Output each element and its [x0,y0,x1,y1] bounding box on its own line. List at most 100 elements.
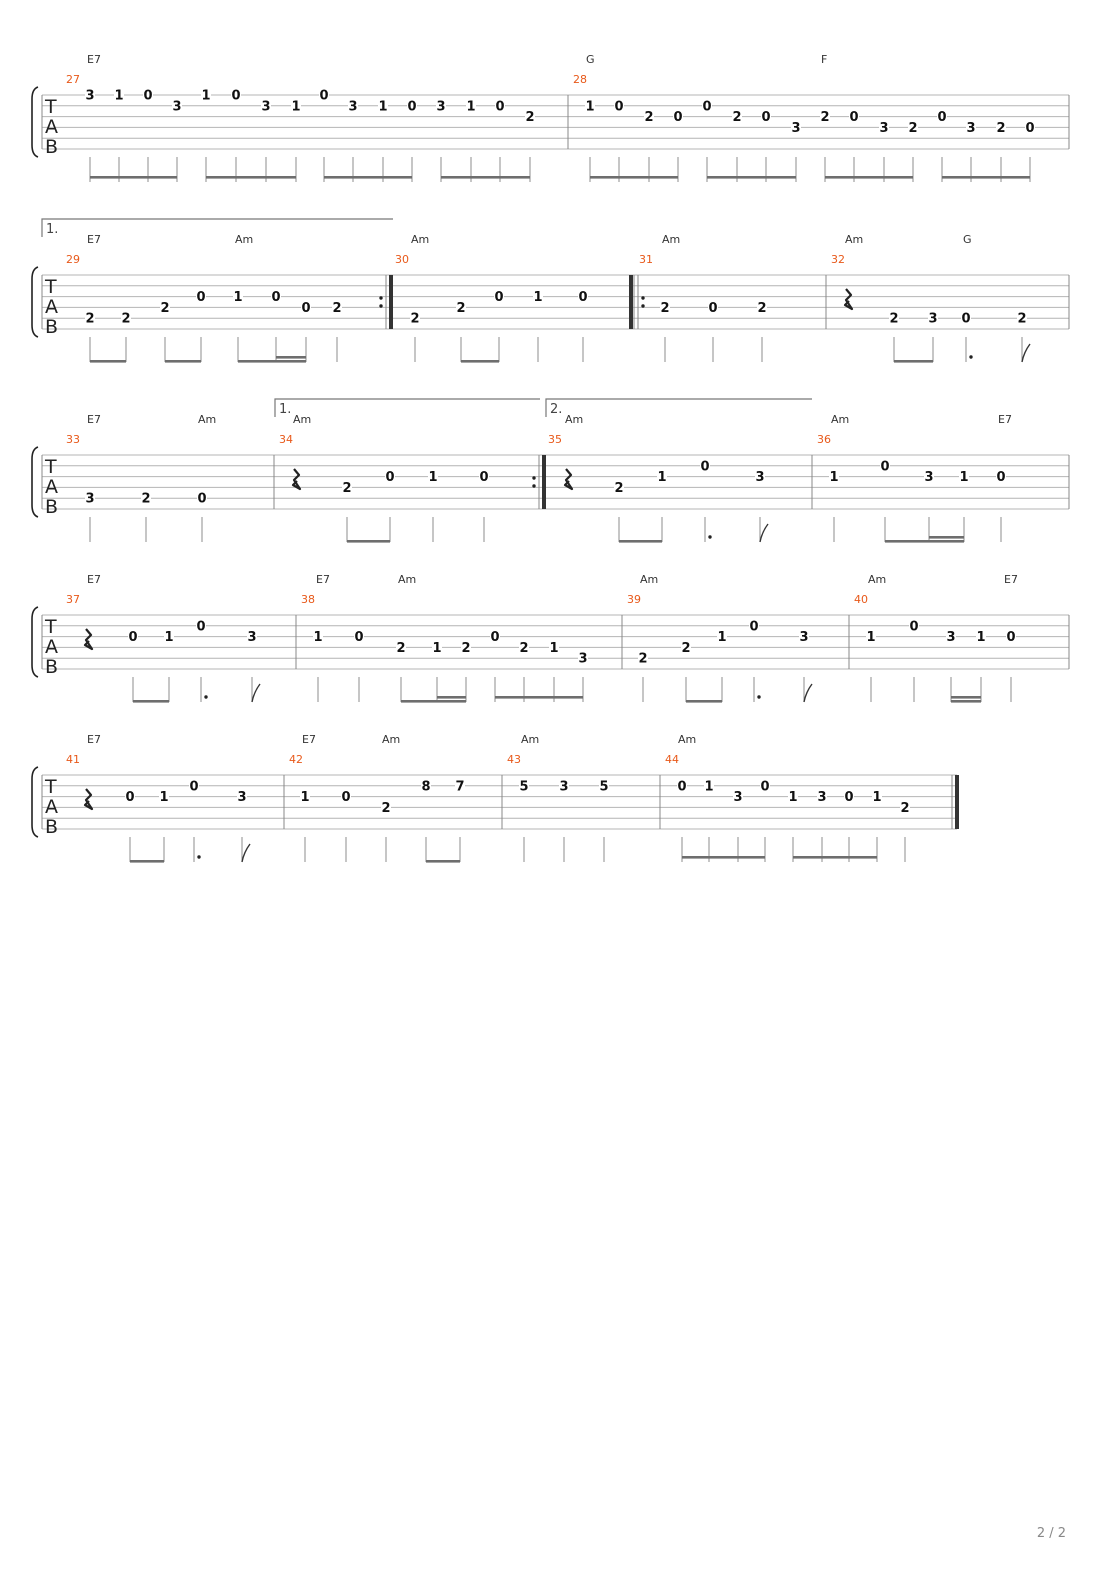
chord-name: Am [398,573,416,586]
fret-number: 0 [909,619,918,634]
fret-backdrop [348,98,358,112]
fret-number: 7 [455,779,464,794]
note-beam [590,176,678,179]
fret-backdrop [961,311,971,325]
measure-number: 38 [301,593,315,606]
fret-backdrop [866,629,876,643]
fret-number: 0 [1025,121,1034,136]
fret-backdrop [732,109,742,123]
quarter-rest-icon [843,288,854,311]
fret-backdrop [1006,629,1016,643]
fret-number: 3 [261,99,270,114]
fret-backdrop [677,778,687,792]
fret-backdrop [421,778,431,792]
rhythm-dot [708,535,712,539]
repeat-dot [532,484,536,488]
repeat-dot [379,296,383,300]
fret-backdrop [599,778,609,792]
fret-number: 1 [872,790,881,805]
note-beam [929,536,964,539]
fret-number: 0 [301,301,310,316]
fret-number: 0 [495,99,504,114]
fret-number: 2 [996,121,1005,136]
fret-number: 0 [490,630,499,645]
fret-number: 2 [85,312,94,327]
fret-number: 8 [421,779,430,794]
fret-backdrop [717,629,727,643]
fret-number: 0 [708,301,717,316]
fret-backdrop [638,651,648,665]
note-beam [130,860,164,863]
fret-backdrop [900,800,910,814]
fret-backdrop [880,458,890,472]
fret-backdrop [494,289,504,303]
fret-number: 2 [525,110,534,125]
fret-number: 0 [407,99,416,114]
note-beam [347,540,390,543]
fret-backdrop [495,98,505,112]
fret-backdrop [533,289,543,303]
fret-backdrop [549,640,559,654]
fret-backdrop [125,789,135,803]
fret-number: 0 [677,779,686,794]
measure-number: 37 [66,593,80,606]
fret-number: 1 [866,630,875,645]
fret-number: 0 [749,619,758,634]
tab-clef-letter: A [45,476,58,498]
repeat-bar-thick [542,455,546,509]
note-beam [441,176,530,179]
fret-number: 2 [889,312,898,327]
quarter-rest-icon [83,628,94,651]
fret-backdrop [657,469,667,483]
fret-number: 1 [291,99,300,114]
fret-backdrop [702,98,712,112]
tab-clef-letter: T [44,276,57,298]
fret-backdrop [128,629,138,643]
fret-number: 3 [928,312,937,327]
fret-number: 2 [644,110,653,125]
tab-clef-letter: A [45,296,58,318]
fret-backdrop [844,789,854,803]
fret-number: 1 [201,89,210,104]
fret-number: 3 [559,779,568,794]
fret-number: 0 [125,790,134,805]
volta-bracket [41,218,393,237]
fret-number: 1 [585,99,594,114]
note-beam [885,540,964,543]
fret-backdrop [879,120,889,134]
tab-clef-letter: T [44,776,57,798]
tab-clef-letter: A [45,116,58,138]
fret-number: 1 [114,89,123,104]
quarter-rest-icon [291,468,302,491]
fret-backdrop [143,88,153,101]
fret-backdrop [172,98,182,112]
fret-backdrop [1025,120,1035,134]
fret-number: 1 [164,630,173,645]
fret-number: 2 [461,641,470,656]
fret-number: 2 [332,301,341,316]
fret-number: 0 [196,290,205,305]
measure-number: 41 [66,753,80,766]
fret-number: 0 [614,99,623,114]
fret-number: 2 [1017,312,1026,327]
fret-number: 1 [313,630,322,645]
fret-number: 1 [466,99,475,114]
fret-number: 0 [996,470,1005,485]
tab-clef-letter: B [45,816,58,838]
measure-number: 35 [548,433,562,446]
fret-number: 0 [128,630,137,645]
fret-number: 3 [348,99,357,114]
chord-name: E7 [87,413,101,426]
fret-backdrop [196,618,206,632]
fret-backdrop [428,469,438,483]
fret-backdrop [761,109,771,123]
fret-backdrop [141,491,151,505]
fret-backdrop [749,618,759,632]
note-beam [324,176,412,179]
fret-backdrop [319,88,329,101]
fret-number: 3 [924,470,933,485]
fret-number: 0 [578,290,587,305]
fret-backdrop [237,789,247,803]
fret-number: 3 [946,630,955,645]
